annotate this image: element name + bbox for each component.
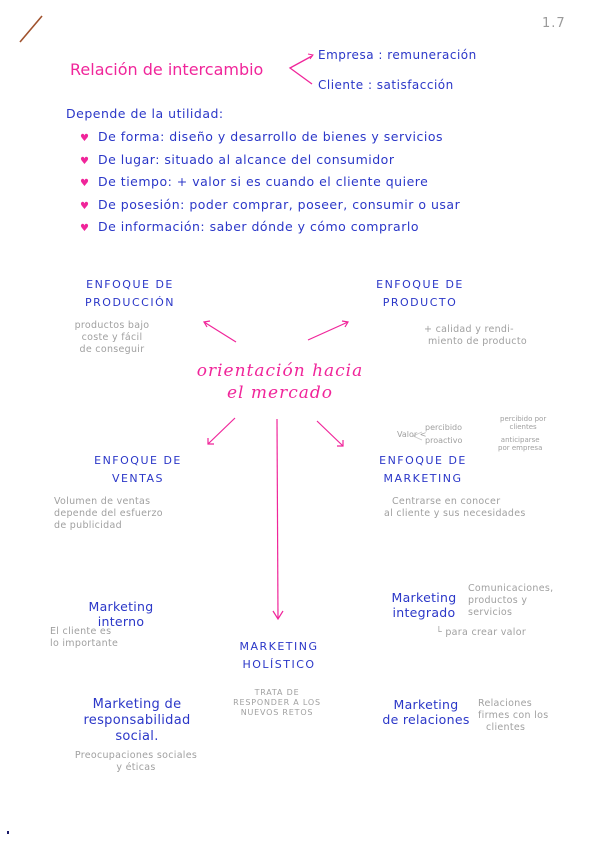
heart-bullet-icon: ♥ xyxy=(80,223,90,234)
node-ventas-title: ENFOQUE DE VENTAS xyxy=(94,454,182,485)
utility-item-posesion: De posesión: poder comprar, poseer, cons… xyxy=(98,196,461,212)
node-integrado-note: Comunicaciones, productos y servicios xyxy=(468,583,554,618)
value-brace-icon xyxy=(412,431,423,441)
list-item: ♥ De tiempo: + valor si es cuando el clie… xyxy=(80,171,460,194)
node-produccion-title: ENFOQUE DE PRODUCCIÓN xyxy=(85,278,175,309)
node-integrado-subnote: └ para crear valor xyxy=(436,627,527,638)
heart-bullet-icon: ♥ xyxy=(80,178,90,189)
value-note-proactive-detail: anticiparse por empresa xyxy=(498,436,543,452)
heart-bullet-icon: ♥ xyxy=(80,155,90,167)
list-item: ♥ De posesión: poder comprar, poseer, con… xyxy=(80,194,460,217)
node-holistico-title: MARKETING HOLÍSTICO xyxy=(239,640,319,671)
arrow-to-producto xyxy=(307,320,349,341)
arrowhead-icon xyxy=(307,53,314,60)
ink-dot xyxy=(7,831,9,834)
exchange-branch-cliente: Cliente : satisfacción xyxy=(318,78,454,92)
utility-item-informacion: De información: saber dónde y cómo compr… xyxy=(98,219,419,234)
exchange-branch-empresa: Empresa : remuneración xyxy=(318,48,477,62)
brace-icon xyxy=(288,55,313,85)
center-title-line1: orientación hacia xyxy=(196,361,364,381)
list-item: ♥ De lugar: situado al alcance del consum… xyxy=(80,149,460,172)
utility-item-tiempo: De tiempo: + valor si es cuando el clien… xyxy=(98,174,429,189)
node-holistico-note: TRATA DE RESPONDER A LOS NUEVOS RETOS xyxy=(233,688,321,717)
node-produccion-note: productos bajo coste y fácil de consegui… xyxy=(74,320,150,355)
arrow-to-produccion xyxy=(203,320,237,343)
list-item: ♥ De información: saber dónde y cómo comp… xyxy=(80,216,460,239)
utility-intro: Depende de la utilidad: xyxy=(66,106,224,121)
value-note-label: Valor < xyxy=(397,430,427,439)
utility-item-lugar: De lugar: situado al alcance del consumi… xyxy=(98,151,395,167)
heart-bullet-icon: ♥ xyxy=(80,133,90,144)
utility-list: ♥ De forma: diseño y desarrollo de bienes… xyxy=(80,126,460,239)
heart-bullet-icon: ♥ xyxy=(80,200,90,212)
value-note-branch-perceived: percibido xyxy=(425,423,463,432)
node-relaciones-title: Marketing de relaciones xyxy=(382,697,470,727)
node-relaciones-note: Relaciones firmes con los clientes xyxy=(478,698,549,733)
node-producto-note: + calidad y rendi- miento de producto xyxy=(424,324,527,347)
list-item: ♥ De forma: diseño y desarrollo de bienes… xyxy=(80,126,460,149)
value-note-branch-proactive: proactivo xyxy=(425,436,463,445)
page-number: 1.7 xyxy=(542,16,566,31)
corner-pen-mark xyxy=(19,15,43,43)
node-marketing-note: Centrarse en conocer al cliente y sus ne… xyxy=(384,496,526,519)
value-note-perceived-detail: percibido por clientes xyxy=(500,415,547,431)
node-integrado-title: Marketing integrado xyxy=(391,590,457,620)
node-social-title: Marketing de responsabilidad social. xyxy=(83,697,191,744)
utility-item-forma: De forma: diseño y desarrollo de bienes … xyxy=(98,129,443,144)
node-marketing-title: ENFOQUE DE MARKETING xyxy=(379,454,467,485)
exchange-title: Relación de intercambio xyxy=(70,60,264,79)
node-ventas-note: Volumen de ventas depende del esfuerzo d… xyxy=(54,496,163,531)
center-title-line2: el mercado xyxy=(227,383,333,403)
node-interno-title: Marketing interno xyxy=(88,599,154,629)
node-interno-note: El cliente es lo importante xyxy=(50,626,119,649)
arrow-to-marketing xyxy=(316,420,344,447)
node-producto-title: ENFOQUE DE PRODUCTO xyxy=(376,278,464,309)
node-social-note: Preocupaciones sociales y éticas xyxy=(74,750,198,773)
arrow-to-holistico xyxy=(272,418,284,621)
center-title: orientación hacia el mercado xyxy=(140,360,420,404)
arrow-to-ventas xyxy=(207,417,236,445)
